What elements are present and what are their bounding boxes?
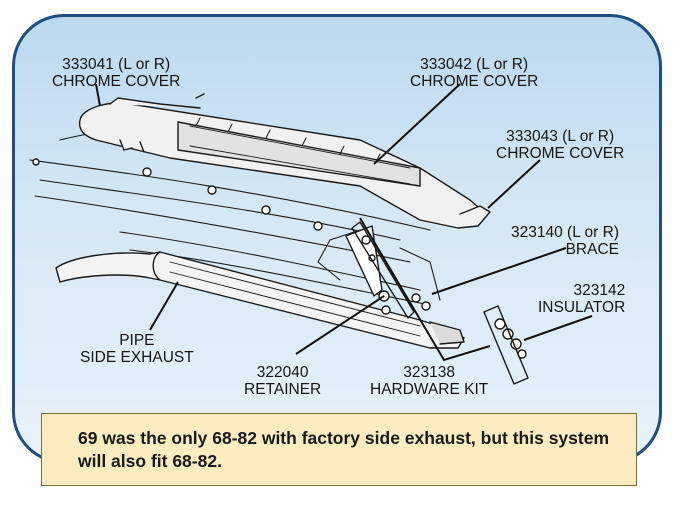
part-name: CHROME COVER (410, 73, 539, 90)
leader-pipe (149, 281, 179, 331)
part-number: 333041 (L or R) (62, 56, 171, 73)
label-333042: 333042 (L or R) CHROME COVER (410, 56, 538, 90)
part-number: 323142 (573, 282, 626, 299)
label-pipe: PIPE SIDE EXHAUST (80, 332, 194, 366)
leader-323142 (523, 315, 593, 341)
leader-322040 (295, 295, 385, 355)
chrome-cover-shape (78, 93, 491, 229)
label-323140: 323140 (L or R) BRACE (511, 224, 619, 258)
part-name: CHROME COVER (496, 145, 625, 162)
leader-333043 (487, 159, 541, 209)
part-name: SIDE EXHAUST (80, 349, 194, 366)
label-333043: 333043 (L or R) CHROME COVER (496, 128, 624, 162)
part-number: 333043 (L or R) (506, 128, 615, 145)
leader-333041 (95, 83, 101, 107)
part-name: HARDWARE KIT (370, 381, 489, 398)
part-name: RETAINER (244, 381, 322, 398)
part-number: 323138 (403, 364, 455, 381)
label-323138: 323138 HARDWARE KIT (370, 364, 488, 398)
part-number: PIPE (119, 332, 155, 349)
diagram-panel (12, 14, 662, 464)
part-name: BRACE (565, 241, 619, 258)
label-323142: 323142 INSULATOR (538, 282, 625, 316)
fitment-note: 69 was the only 68-82 with factory side … (41, 413, 637, 486)
label-333041: 333041 (L or R) CHROME COVER (52, 56, 180, 90)
brace-hardware-shape (345, 221, 431, 319)
part-name: INSULATOR (538, 299, 626, 316)
label-322040: 322040 RETAINER (244, 364, 321, 398)
leader-323138 (359, 217, 491, 362)
part-number: 333042 (L or R) (420, 56, 529, 73)
part-name: CHROME COVER (52, 73, 181, 90)
part-number: 323140 (L or R) (511, 224, 619, 241)
leader-323140 (431, 247, 567, 295)
leader-lines (95, 83, 593, 362)
part-number: 322040 (256, 364, 309, 381)
side-exhaust-pipe-shape (55, 251, 465, 349)
body-fasteners (32, 158, 323, 231)
leader-333042 (373, 83, 461, 165)
insulator-shape (483, 305, 529, 385)
